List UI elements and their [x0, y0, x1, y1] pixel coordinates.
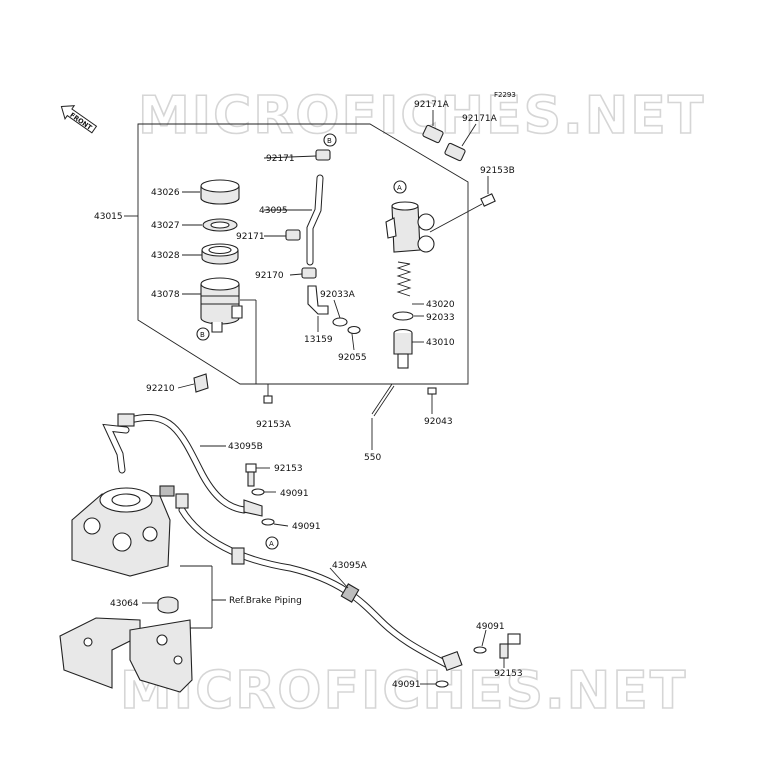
label-92153-rear: 92153: [494, 669, 523, 679]
seal-92033: [392, 311, 414, 321]
pin-92043: [427, 387, 437, 408]
label-43095a: 43095A: [332, 561, 368, 571]
marker-a-top: A: [393, 180, 407, 194]
label-13159: 13159: [304, 335, 333, 345]
label-43064: 43064: [110, 599, 139, 609]
banjo-bolt-92153: [245, 463, 257, 487]
diaphragm: [201, 243, 239, 265]
label-92033: 92033: [426, 313, 455, 323]
svg-text:B: B: [327, 137, 332, 145]
master-cylinder: [385, 201, 435, 253]
washer-49091-3: [473, 646, 487, 654]
clip-92171a-2: [444, 142, 466, 162]
cotter-pin-550: [371, 383, 395, 417]
label-92153a: 92153A: [256, 420, 292, 430]
label-49091-1: 49091: [280, 489, 309, 499]
label-43078: 43078: [151, 290, 180, 300]
abs-unit: [71, 485, 175, 577]
label-49091-3: 49091: [476, 622, 505, 632]
oring-92055: [347, 325, 361, 335]
bolt-92153b: [429, 193, 496, 233]
clip-92171a-1: [422, 124, 444, 144]
hose-43095a: [178, 506, 450, 668]
washer-49091-2: [261, 518, 275, 526]
label-43095b: 43095B: [228, 442, 263, 452]
label-92170: 92170: [255, 271, 284, 281]
svg-text:B: B: [200, 331, 205, 339]
leader-lines: [142, 110, 505, 685]
washer-49091-4: [435, 680, 449, 688]
rear-banjo-fitting: [441, 650, 463, 672]
hose-43095b: [102, 413, 248, 514]
clip-92170: [301, 267, 317, 279]
label-92153b: 92153B: [480, 166, 515, 176]
banjo-bolt-92153-rear: [499, 633, 521, 659]
washer-49091-1: [251, 488, 265, 496]
label-550: 550: [364, 453, 381, 463]
label-49091-2: 49091: [292, 522, 321, 532]
label-92055: 92055: [338, 353, 367, 363]
reservoir-tank: [200, 277, 243, 333]
hose-43095: [306, 174, 324, 266]
reservoir-cap: [200, 179, 240, 205]
label-92171-top: 92171: [266, 154, 295, 164]
oring-92033a: [332, 317, 348, 327]
marker-a-bottom: A: [265, 536, 279, 550]
label-43026: 43026: [151, 188, 180, 198]
label-43095: 43095: [259, 206, 288, 216]
svg-text:A: A: [269, 540, 274, 548]
label-92171-mid: 92171: [236, 232, 265, 242]
label-92210: 92210: [146, 384, 175, 394]
label-43027: 43027: [151, 221, 180, 231]
grommet-43064: [157, 596, 179, 614]
diagram-code: F2293: [494, 91, 516, 99]
assembly-outline: [137, 123, 469, 385]
ref-brake-piping: Ref.Brake Piping: [229, 596, 302, 606]
label-43015: 43015: [94, 212, 123, 222]
label-92043: 92043: [424, 417, 453, 427]
push-rod-43010: [393, 328, 413, 369]
clip-92210: [193, 373, 209, 393]
fitting-13159: [307, 285, 329, 315]
label-43028: 43028: [151, 251, 180, 261]
diaphragm-plate: [202, 218, 238, 232]
marker-b-top: B: [323, 133, 337, 147]
label-43010: 43010: [426, 338, 455, 348]
svg-text:A: A: [397, 184, 402, 192]
watermark-top: MICROFICHES.NET: [138, 86, 705, 146]
mounting-bracket: [59, 617, 193, 693]
label-92171a-2: 92171A: [462, 114, 498, 124]
label-92033a: 92033A: [320, 290, 356, 300]
watermark-bottom: MICROFICHES.NET: [120, 661, 687, 721]
spring-43020: [396, 261, 412, 297]
front-arrow-icon: FRONT: [60, 105, 98, 134]
bolt-92153a: [263, 384, 273, 404]
label-92153: 92153: [274, 464, 303, 474]
clip-92171-mid: [285, 229, 301, 241]
marker-b-tank: B: [196, 327, 210, 341]
clip-92171-top: [315, 149, 331, 161]
label-92171a-1: 92171A: [414, 100, 450, 110]
label-49091-4: 49091: [392, 680, 421, 690]
label-43020: 43020: [426, 300, 455, 310]
banjo-fitting: [243, 499, 263, 517]
